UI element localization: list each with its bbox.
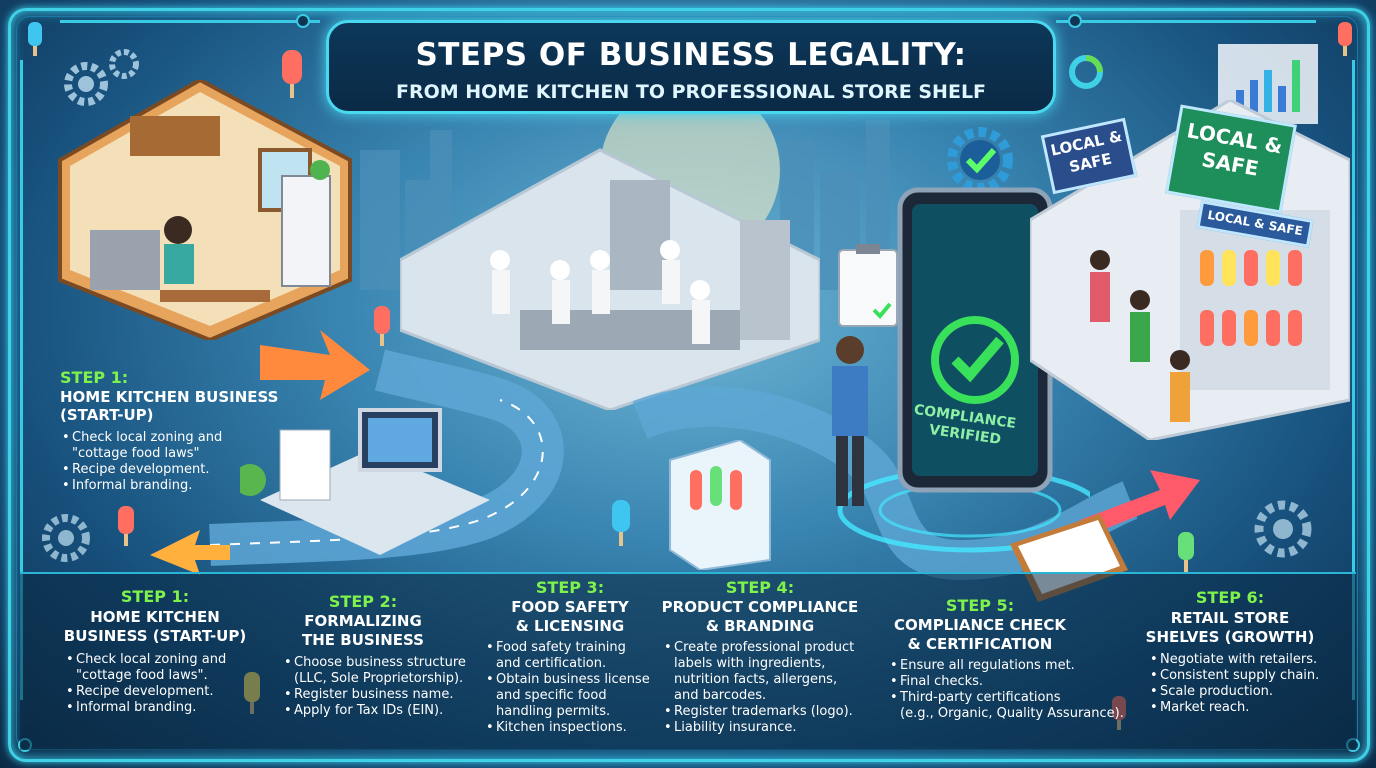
step1-title-line2: BUSINESS (START-UP) [63, 627, 247, 645]
step6-title-line1: RETAIL STORE [1170, 609, 1290, 627]
step3-title-line2: & LICENSING [515, 617, 625, 635]
circuit-dot [1068, 14, 1082, 28]
step2-title-line1: FORMALIZING [304, 612, 422, 630]
bullet-item: Ensure all regulations met. [890, 658, 1140, 674]
bullet-item: Register trademarks (logo). [664, 704, 864, 720]
bullet-item: Scale production. [1150, 684, 1340, 700]
bullet-item: Obtain business license [486, 672, 656, 688]
side-step-title-line1: HOME KITCHEN BUSINESS [60, 388, 279, 406]
bullet-item: Register business name. [284, 687, 484, 703]
page-title: STEPS OF BUSINESS LEGALITY: [415, 37, 967, 73]
side-step-bullets: Check local zoning and "cottage food law… [62, 430, 262, 494]
bullet-item-cont: and barcodes. [674, 688, 767, 703]
step2-title-line2: THE BUSINESS [302, 631, 424, 649]
clipboard-icon [838, 244, 898, 327]
bullet-item: Food safety training [486, 640, 656, 656]
gear-right-icon [1254, 500, 1312, 558]
step5-title-line1: COMPLIANCE CHECK [894, 616, 1066, 634]
office-desk-illustration [240, 408, 490, 555]
gear-left-icon [42, 514, 90, 562]
product-package-illustration [669, 440, 771, 570]
bullet-item: Third-party certifications [890, 690, 1140, 706]
step5-bullets: Ensure all regulations met. Final checks… [890, 658, 1140, 722]
bullet-item: Choose business structure [284, 655, 484, 671]
circuit-line-left [20, 60, 23, 700]
bullet-item-cont: handling permits. [496, 704, 611, 719]
bullet-item: Create professional product [664, 640, 864, 656]
bullet-item: Check local zoning and [66, 652, 266, 668]
bullet-item: Kitchen inspections. [486, 720, 656, 736]
side-step-number: STEP 1: [60, 368, 129, 387]
step6-number: STEP 6: [1195, 588, 1265, 607]
step4-title-line2: & BRANDING [705, 617, 815, 635]
outer-frame [8, 8, 1370, 762]
bullet-item-cont: "cottage food laws" [72, 446, 200, 461]
bullet-item: Final checks. [890, 674, 1140, 690]
side-step-title-line2: (START-UP) [60, 406, 154, 424]
circuit-dot [296, 14, 310, 28]
bullet-item: Informal branding. [66, 700, 266, 716]
bullet-item: Consistent supply chain. [1150, 668, 1340, 684]
bullet-item: Informal branding. [62, 478, 262, 494]
bullet-item-cont: "cottage food laws". [76, 668, 208, 683]
bullet-item: Apply for Tax IDs (EIN). [284, 703, 484, 719]
bullet-item-cont: labels with ingredients, [674, 656, 826, 671]
commercial-kitchen-illustration [400, 148, 820, 410]
step1-bullets: Check local zoning and "cottage food law… [66, 652, 266, 716]
circuit-line-top-left [60, 20, 320, 23]
bullet-item: Check local zoning and [62, 430, 262, 446]
step3-number: STEP 3: [535, 578, 605, 597]
step4-bullets: Create professional product labels with … [664, 640, 864, 736]
step4-number: STEP 4: [725, 578, 795, 597]
bullet-item: Market reach. [1150, 700, 1340, 716]
step1-title-line1: HOME KITCHEN [90, 608, 220, 626]
step1-number: STEP 1: [120, 587, 190, 606]
step6-title-line2: SHELVES (GROWTH) [1145, 628, 1315, 646]
step2-bullets: Choose business structure (LLC, Sole Pro… [284, 655, 484, 719]
page-subtitle: FROM HOME KITCHEN TO PROFESSIONAL STORE … [395, 81, 987, 103]
bullet-item-cont: (LLC, Sole Proprietorship). [294, 671, 464, 686]
bullet-item-cont: nutrition facts, allergens, [674, 672, 838, 687]
step2-number: STEP 2: [328, 592, 398, 611]
step5-title-line2: & CERTIFICATION [907, 635, 1053, 653]
bullet-item: Recipe development. [62, 462, 262, 478]
step4-title-line1: PRODUCT COMPLIANCE [661, 598, 859, 616]
step3-title-line1: FOOD SAFETY [511, 598, 629, 616]
circuit-line-right [1352, 60, 1355, 700]
compliance-scene-illustration [832, 187, 1090, 553]
step3-bullets: Food safety training and certification. … [486, 640, 656, 736]
step5-number: STEP 5: [945, 596, 1015, 615]
step6-bullets: Negotiate with retailers. Consistent sup… [1150, 652, 1340, 716]
gear-cluster-icon [64, 49, 139, 106]
home-kitchen-illustration [58, 80, 352, 340]
bullet-item-cont: and specific food [496, 688, 607, 703]
bullet-item: Liability insurance. [664, 720, 864, 736]
popsicle-icon [282, 50, 302, 98]
circuit-line-top-right [1056, 20, 1316, 23]
bullet-item-cont: (e.g., Organic, Quality Assurance). [900, 706, 1124, 721]
title-banner: STEPS OF BUSINESS LEGALITY: FROM HOME KI… [326, 20, 1056, 114]
bullet-item: Negotiate with retailers. [1150, 652, 1340, 668]
bullet-item: Recipe development. [66, 684, 266, 700]
bullet-item-cont: and certification. [496, 656, 607, 671]
